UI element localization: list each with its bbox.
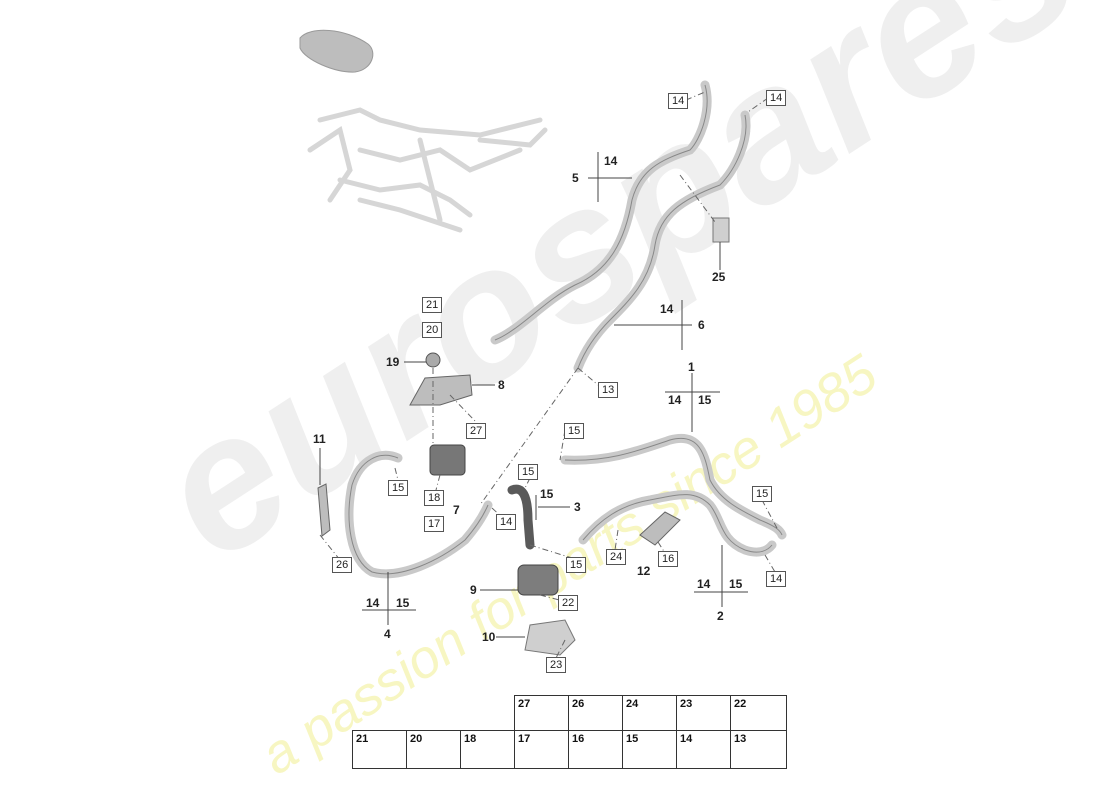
vehicle-thumbnail [299,29,374,73]
callout-4: 4 [384,627,391,641]
legend-cell-22: 22 [730,695,787,734]
legend-cell-21: 21 [352,730,407,769]
group-1-15: 15 [698,393,712,407]
label-box-21: 21 [422,297,443,313]
legend-number: 26 [572,698,585,710]
legend-number: 13 [734,733,747,745]
valve-7-part [429,444,466,476]
label-box-16: 16 [658,551,679,567]
label-box-18: 18 [424,490,445,506]
group-5-14: 14 [604,154,618,168]
group-4-14: 14 [366,596,380,610]
callout-11: 11 [313,432,326,446]
legend-number: 15 [626,733,639,745]
group-6-14: 14 [660,302,674,316]
label-box-27: 27 [466,423,487,439]
label-box-17: 17 [424,516,445,532]
label-box-14: 14 [496,514,517,530]
callout-8: 8 [498,378,505,392]
callout-9: 9 [470,583,477,597]
group-4-15: 15 [396,596,410,610]
legend-number: 23 [680,698,693,710]
hose-4 [344,450,493,579]
callout-12: 12 [637,564,651,578]
label-box-20: 20 [422,322,443,338]
callout-3: 3 [574,500,581,514]
group-2-14: 14 [697,577,711,591]
legend-cell-20: 20 [406,730,461,769]
callout-1: 1 [688,360,695,374]
callout-19: 19 [386,355,400,369]
legend-cell-13: 13 [730,730,787,769]
label-box-24: 24 [606,549,627,565]
callout-10: 10 [482,630,496,644]
legend-cell-18: 18 [460,730,515,769]
legend-cell-16: 16 [568,730,623,769]
callout-25: 25 [712,270,726,284]
group-1-14: 14 [668,393,682,407]
legend-number: 24 [626,698,639,710]
label-box-15: 15 [388,480,409,496]
label-box-15: 15 [566,557,587,573]
overview-assembly [307,107,548,233]
bushing-19-part [425,352,441,368]
leader-lines [319,152,748,638]
legend-number: 20 [410,733,423,745]
bracket-12-part [639,511,681,546]
callout-7: 7 [453,503,460,517]
legend-number: 14 [680,733,693,745]
callout-5: 5 [572,171,579,185]
legend-number: 16 [572,733,585,745]
callout-6: 6 [698,318,705,332]
bracket-8-part [409,374,473,406]
legend-number: 27 [518,698,531,710]
legend-cell-17: 17 [514,730,569,769]
label-box-23: 23 [546,657,567,673]
pump-9-part [517,564,559,596]
hose-3 [507,484,535,550]
bracket-10-part [524,619,576,656]
callout-2: 2 [717,609,724,623]
hose-2 [578,490,777,557]
legend-cell-26: 26 [568,695,623,734]
legend-number: 22 [734,698,747,710]
legend-number: 18 [464,733,477,745]
legend-cell-15: 15 [622,730,677,769]
clip-25-part [712,217,730,243]
legend-cell-24: 24 [622,695,677,734]
label-box-14: 14 [668,93,689,109]
label-box-15: 15 [752,486,773,502]
legend-number: 17 [518,733,531,745]
label-box-14: 14 [766,90,787,106]
label-box-15: 15 [564,423,585,439]
group-3-15: 15 [540,487,554,501]
bracket-11-part [317,483,331,537]
label-box-22: 22 [558,595,579,611]
legend-cell-14: 14 [676,730,731,769]
legend-cell-23: 23 [676,695,731,734]
label-box-13: 13 [598,382,619,398]
label-box-14: 14 [766,571,787,587]
label-box-15: 15 [518,464,539,480]
label-box-26: 26 [332,557,353,573]
group-2-15: 15 [729,577,743,591]
legend-number: 21 [356,733,369,745]
legend-cell-27: 27 [514,695,569,734]
